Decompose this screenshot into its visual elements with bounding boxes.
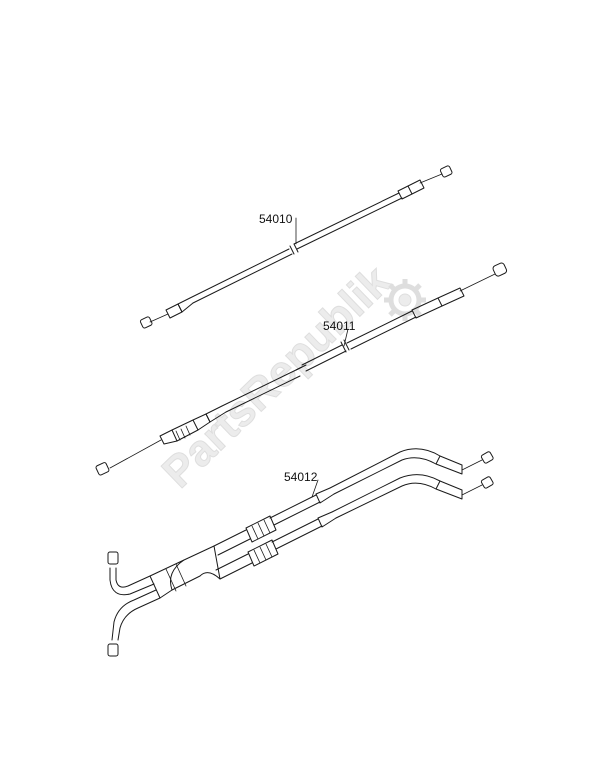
watermark-text: PartsRepublik: [153, 256, 400, 497]
cable-54010: [139, 165, 453, 329]
cable-54011: [95, 262, 508, 476]
watermark: PartsRepublik: [152, 256, 426, 498]
cable-54012: [107, 448, 494, 657]
part-label-54012: 54012: [284, 470, 318, 484]
part-label-54011: 54011: [323, 319, 356, 333]
part-label-54010: 54010: [259, 212, 293, 226]
